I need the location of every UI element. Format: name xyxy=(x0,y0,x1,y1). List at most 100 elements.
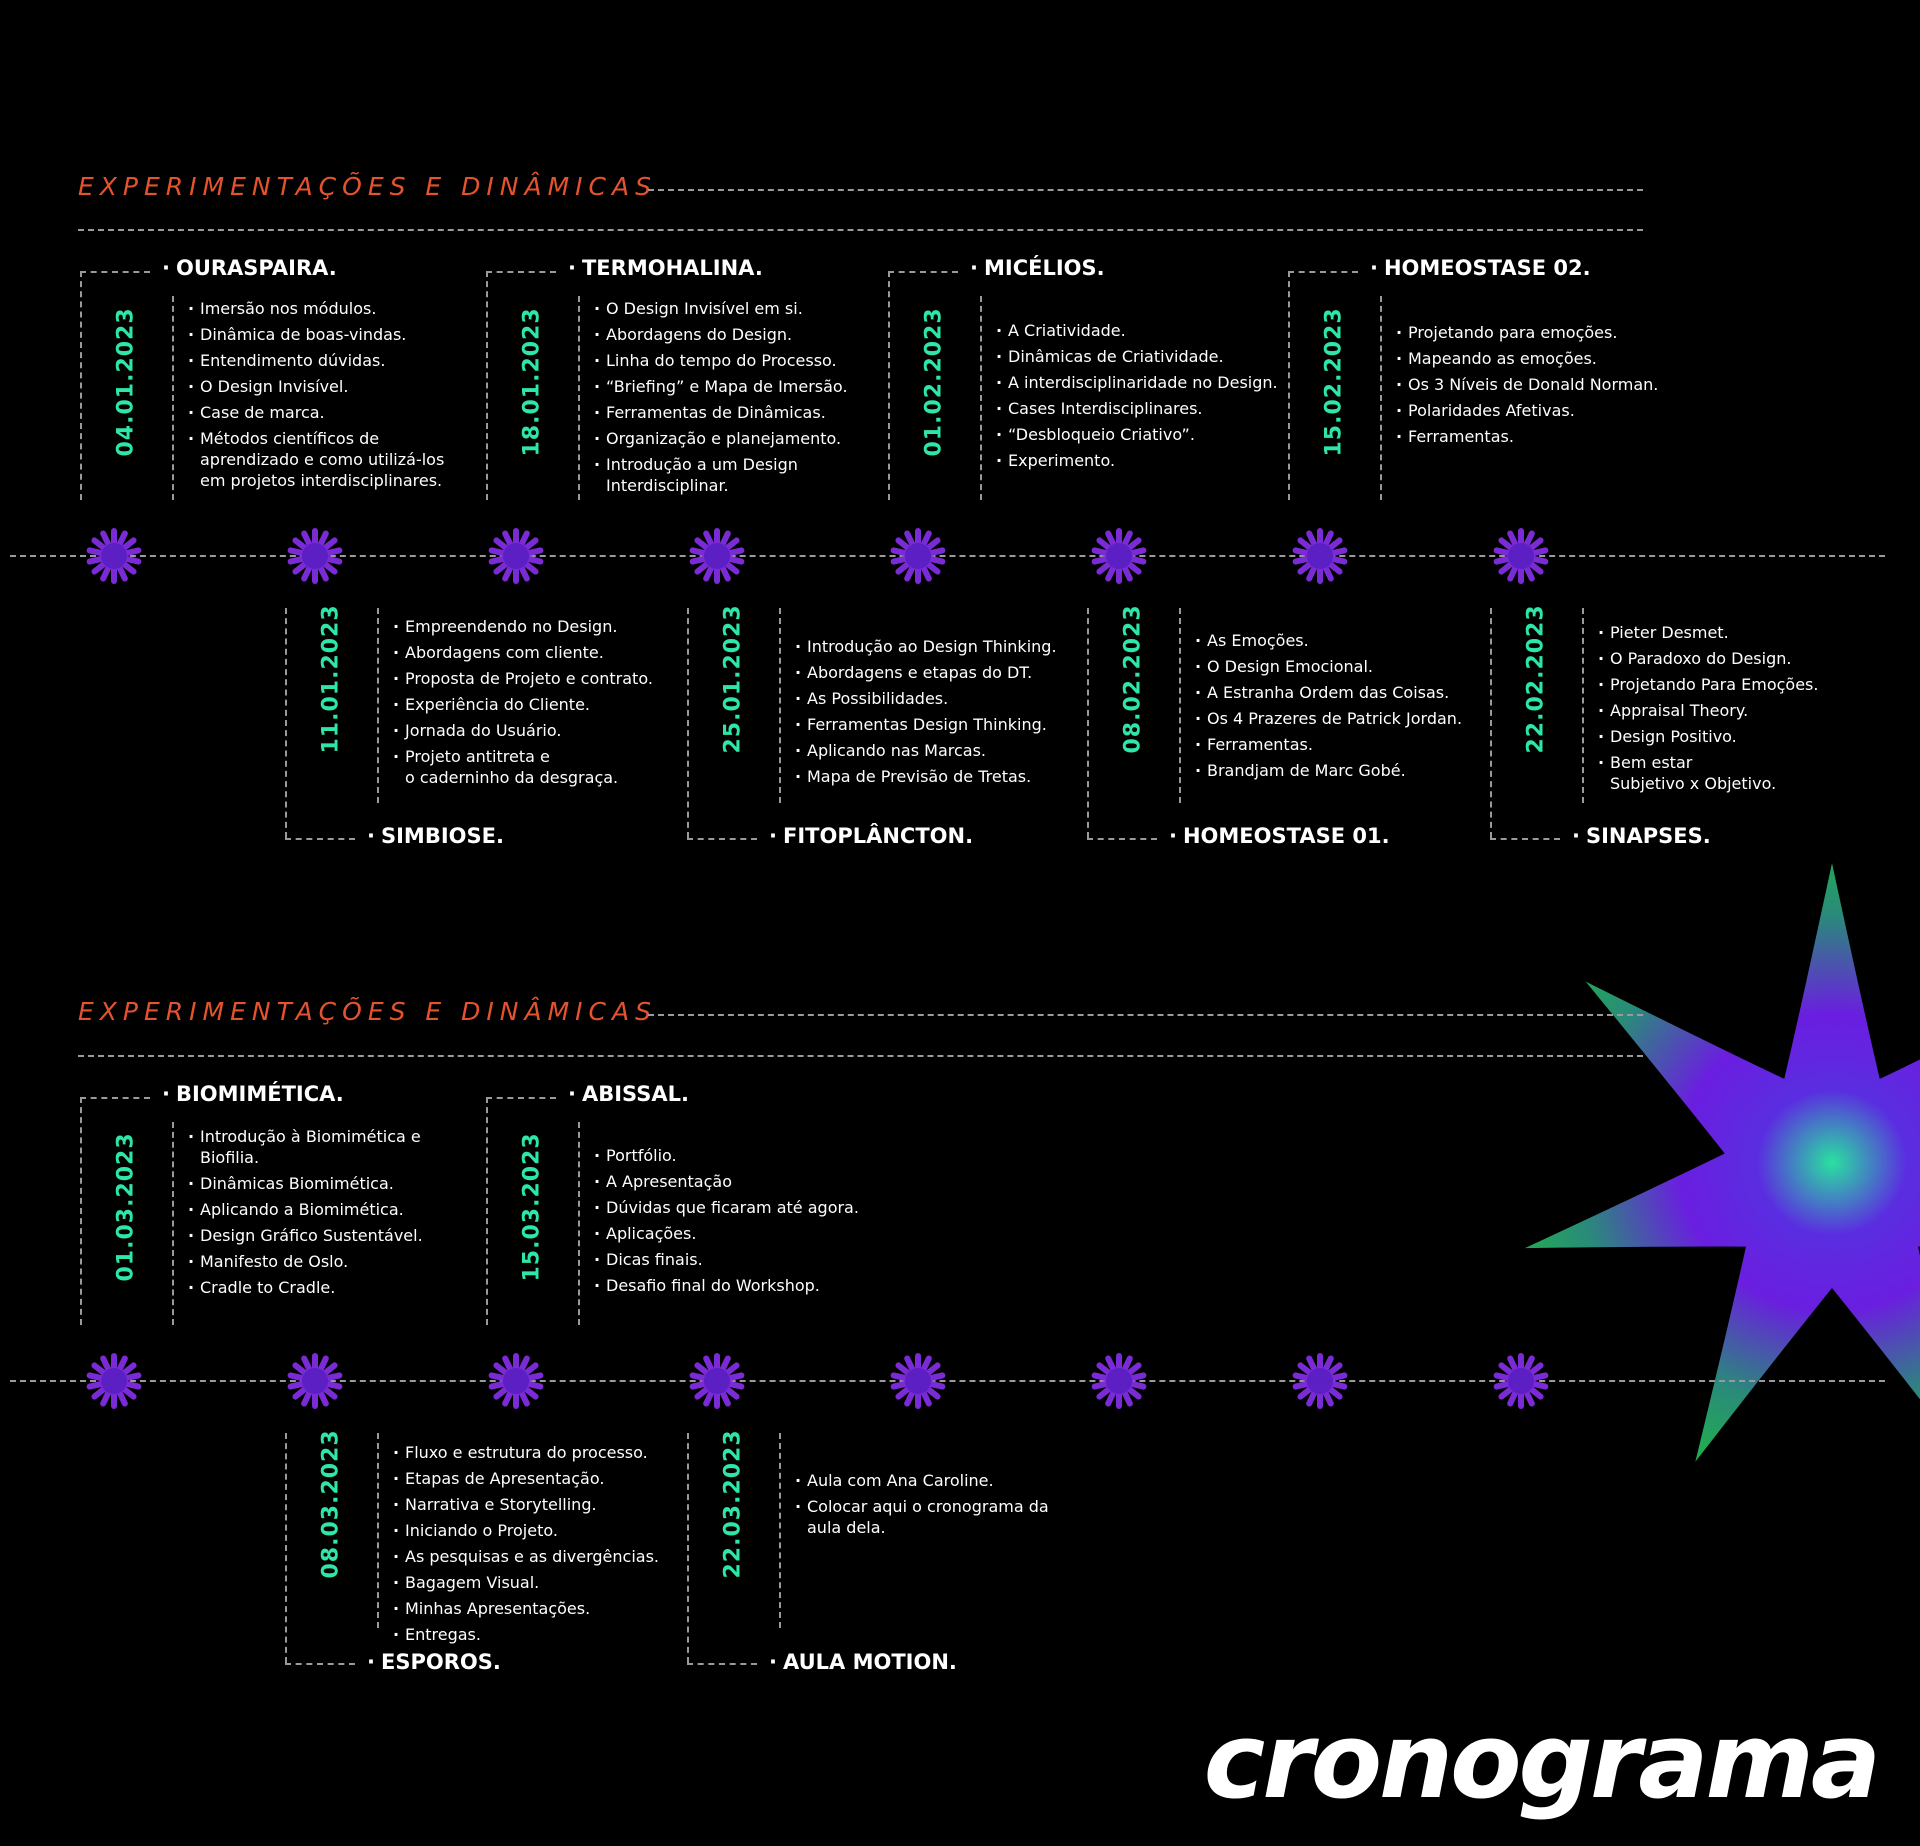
card-topic-list: Fluxo e estrutura do processo.Etapas de … xyxy=(393,1442,723,1650)
topic-item: Aplicações. xyxy=(594,1223,924,1244)
card-divider xyxy=(377,608,379,803)
topic-item: Minhas Apresentações. xyxy=(393,1598,723,1619)
topic-item: Case de marca. xyxy=(188,402,518,423)
card-title-text: SINAPSES. xyxy=(1585,824,1711,848)
card-topic-list: O Design Invisível em si.Abordagens do D… xyxy=(594,298,924,501)
topic-item: Abordagens e etapas do DT. xyxy=(795,662,1125,683)
card-date: 08.02.2023 xyxy=(1120,604,1146,754)
card-divider xyxy=(377,1433,379,1628)
card-date: 08.03.2023 xyxy=(318,1429,344,1579)
card-bracket xyxy=(1087,838,1157,840)
bullet-dot: · xyxy=(769,824,777,848)
section-rule xyxy=(648,189,1643,191)
purple-burst-icon xyxy=(890,1353,946,1409)
topic-item: Dinâmica de boas-vindas. xyxy=(188,324,518,345)
card-bracket xyxy=(1087,608,1089,838)
bullet-dot: · xyxy=(367,1650,375,1674)
topic-item: Mapa de Previsão de Tretas. xyxy=(795,766,1125,787)
card-title: ·SINAPSES. xyxy=(1572,824,1711,848)
bullet-dot: · xyxy=(970,256,978,280)
purple-burst-icon xyxy=(86,528,142,584)
card-date: 18.01.2023 xyxy=(519,306,545,456)
card-bracket xyxy=(486,1097,488,1325)
bullet-dot: · xyxy=(1572,824,1580,848)
topic-item: Bem estar Subjetivo x Objetivo. xyxy=(1598,752,1920,794)
card-bracket xyxy=(1490,608,1492,838)
card-bracket xyxy=(486,271,488,500)
topic-item: Os 3 Níveis de Donald Norman. xyxy=(1396,374,1726,395)
topic-item: Design Gráfico Sustentável. xyxy=(188,1225,518,1246)
card-title: ·SIMBIOSE. xyxy=(367,824,504,848)
card-bracket xyxy=(80,1097,150,1099)
topic-item: Organização e planejamento. xyxy=(594,428,924,449)
topic-item: Etapas de Apresentação. xyxy=(393,1468,723,1489)
card-divider xyxy=(172,296,174,500)
card-topic-list: Empreendendo no Design.Abordagens com cl… xyxy=(393,616,723,793)
card-bracket xyxy=(285,838,355,840)
topic-item: O Design Emocional. xyxy=(1195,656,1525,677)
topic-item: “Desbloqueio Criativo”. xyxy=(996,424,1326,445)
topic-item: Pieter Desmet. xyxy=(1598,622,1920,643)
purple-burst-icon xyxy=(1493,1353,1549,1409)
topic-item: Aplicando a Biomimética. xyxy=(188,1199,518,1220)
topic-item: Dúvidas que ficaram até agora. xyxy=(594,1197,924,1218)
section-rule xyxy=(78,229,1643,231)
card-bracket xyxy=(285,1433,287,1663)
card-bracket xyxy=(285,1663,355,1665)
topic-item: Projetando para emoções. xyxy=(1396,322,1726,343)
bullet-dot: · xyxy=(769,1650,777,1674)
card-topic-list: Introdução à Biomimética e Biofilia.Dinâ… xyxy=(188,1126,518,1303)
timeline-axis xyxy=(10,1380,1885,1382)
topic-item: As Emoções. xyxy=(1195,630,1525,651)
topic-item: Cradle to Cradle. xyxy=(188,1277,518,1298)
topic-item: Manifesto de Oslo. xyxy=(188,1251,518,1272)
topic-item: Desafio final do Workshop. xyxy=(594,1275,924,1296)
topic-item: Introdução a um Design Interdisciplinar. xyxy=(594,454,924,496)
topic-item: Abordagens do Design. xyxy=(594,324,924,345)
purple-burst-icon xyxy=(1091,1353,1147,1409)
topic-item: “Briefing” e Mapa de Imersão. xyxy=(594,376,924,397)
topic-item: Dicas finais. xyxy=(594,1249,924,1270)
card-title-text: MICÉLIOS. xyxy=(983,256,1105,280)
topic-item: Projeto antitreta e o caderninho da desg… xyxy=(393,746,723,788)
purple-burst-icon xyxy=(689,1353,745,1409)
topic-item: Entregas. xyxy=(393,1624,723,1645)
card-title-text: FITOPLÂNCTON. xyxy=(782,824,974,848)
card-title: ·MICÉLIOS. xyxy=(970,256,1105,280)
topic-item: Narrativa e Storytelling. xyxy=(393,1494,723,1515)
card-title-text: HOMEOSTASE 01. xyxy=(1182,824,1390,848)
card-bracket xyxy=(80,271,150,273)
topic-item: Métodos científicos de aprendizado e com… xyxy=(188,428,518,491)
purple-burst-icon xyxy=(86,1353,142,1409)
topic-item: Bagagem Visual. xyxy=(393,1572,723,1593)
card-title: ·HOMEOSTASE 02. xyxy=(1370,256,1591,280)
card-topic-list: Portfólio.A ApresentaçãoDúvidas que fica… xyxy=(594,1145,924,1301)
card-title: ·ESPOROS. xyxy=(367,1650,501,1674)
topic-item: A Criatividade. xyxy=(996,320,1326,341)
section-title: EXPERIMENTAÇÕES E DINÂMICAS xyxy=(78,172,657,201)
bullet-dot: · xyxy=(162,256,170,280)
card-title-text: OURASPAIRA. xyxy=(175,256,337,280)
card-divider xyxy=(779,1433,781,1628)
topic-item: Linha do tempo do Processo. xyxy=(594,350,924,371)
card-date: 11.01.2023 xyxy=(318,604,344,754)
topic-item: Introdução à Biomimética e Biofilia. xyxy=(188,1126,518,1168)
purple-burst-icon xyxy=(689,528,745,584)
topic-item: Ferramentas. xyxy=(1195,734,1525,755)
topic-item: As pesquisas e as divergências. xyxy=(393,1546,723,1567)
card-bracket xyxy=(888,271,958,273)
card-bracket xyxy=(1288,271,1358,273)
topic-item: A Apresentação xyxy=(594,1171,924,1192)
purple-burst-icon xyxy=(1292,1353,1348,1409)
topic-item: Os 4 Prazeres de Patrick Jordan. xyxy=(1195,708,1525,729)
card-title-text: HOMEOSTASE 02. xyxy=(1383,256,1591,280)
topic-item: Jornada do Usuário. xyxy=(393,720,723,741)
topic-item: Ferramentas Design Thinking. xyxy=(795,714,1125,735)
topic-item: A Estranha Ordem das Coisas. xyxy=(1195,682,1525,703)
purple-burst-icon xyxy=(287,528,343,584)
topic-item: Mapeando as emoções. xyxy=(1396,348,1726,369)
card-divider xyxy=(779,608,781,803)
topic-item: Cases Interdisciplinares. xyxy=(996,398,1326,419)
topic-item: Imersão nos módulos. xyxy=(188,298,518,319)
purple-burst-icon xyxy=(890,528,946,584)
